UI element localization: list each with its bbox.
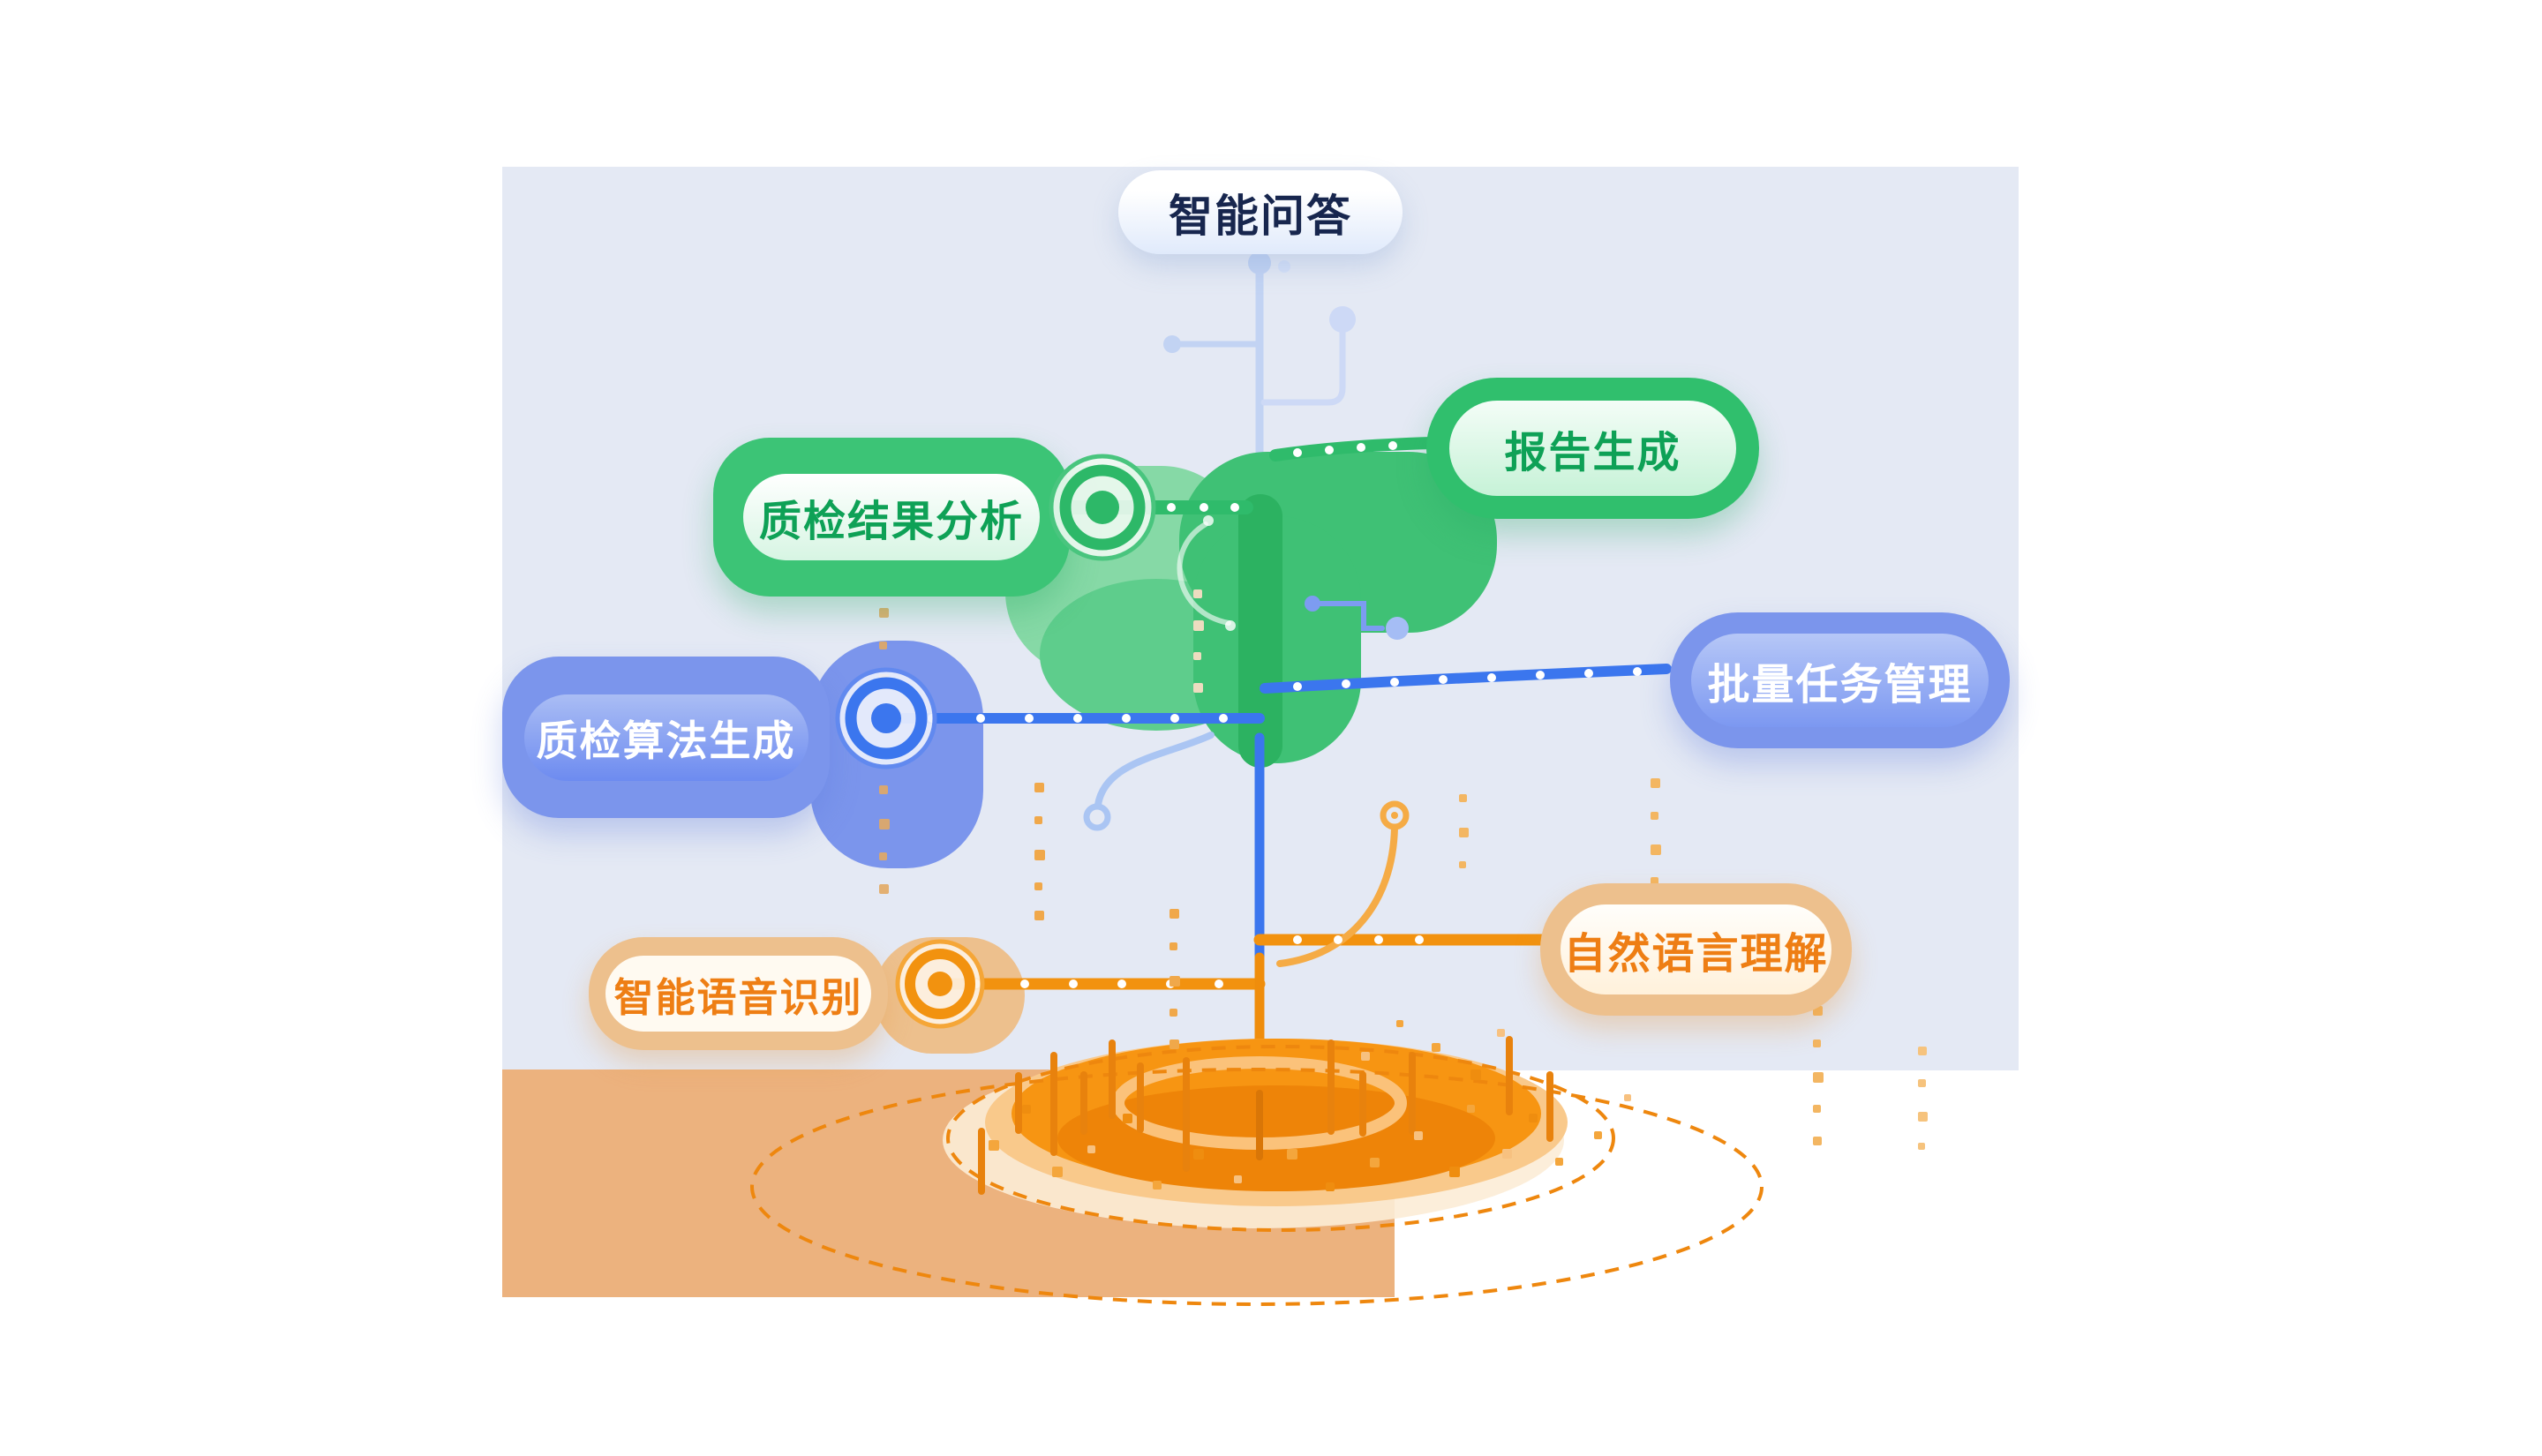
node-asr: 智能语音识别 (589, 937, 888, 1050)
node-nlu-label: 自然语言理解 (1563, 929, 1829, 979)
node-result-analysis-label: 质检结果分析 (758, 497, 1024, 546)
ground-mound (750, 1039, 1764, 1306)
node-result-analysis: 质检结果分析 (713, 438, 1070, 597)
blue-circuit-decor (1305, 596, 1409, 640)
node-report-label: 报告生成 (1504, 428, 1681, 477)
node-nlu-inner: 自然语言理解 (1561, 904, 1831, 994)
branch-dots (928, 441, 1642, 988)
node-batch-task: 批量任务管理 (1670, 612, 2010, 748)
node-report-inner: 报告生成 (1449, 401, 1736, 496)
node-asr-inner: 智能语音识别 (605, 956, 871, 1032)
node-qa: 智能问答 (1118, 170, 1403, 254)
node-batch-task-inner: 批量任务管理 (1691, 634, 1989, 727)
node-result-analysis-inner: 质检结果分析 (743, 474, 1040, 560)
node-asr-label: 智能语音识别 (613, 973, 863, 1021)
ground-sprouts (978, 1036, 1553, 1195)
branch-curls (1083, 732, 1410, 967)
node-qa-label: 智能问答 (1169, 190, 1352, 242)
top-circuit-decor (1163, 251, 1356, 463)
node-algorithm: 质检算法生成 (502, 657, 830, 818)
node-report: 报告生成 (1426, 378, 1759, 519)
node-batch-task-label: 批量任务管理 (1707, 660, 1973, 709)
node-algorithm-label: 质检算法生成 (536, 717, 796, 766)
node-nlu: 自然语言理解 (1540, 883, 1852, 1016)
node-algorithm-inner: 质检算法生成 (523, 694, 808, 781)
